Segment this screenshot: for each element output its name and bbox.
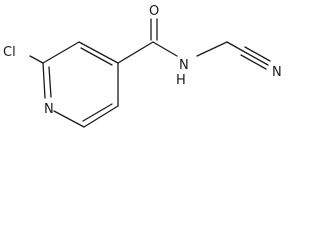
atom-chlorine: Cl <box>3 45 16 60</box>
atom-nitrile-nitrogen: N <box>272 65 282 80</box>
bond-c3-c4-inner <box>80 47 113 66</box>
atom-amide-hydrogen: H <box>176 73 186 88</box>
bond-nitrile-3 <box>240 54 267 70</box>
bond-n1-c2-inner <box>48 66 52 98</box>
bond-c2-cl <box>29 55 44 64</box>
atom-carbonyl-oxygen: O <box>149 4 159 19</box>
bond-n1-c2 <box>42 62 46 99</box>
bond-n-ch2 <box>196 41 228 57</box>
bond-c3-c4 <box>78 41 119 64</box>
bond-c6-n1 <box>53 110 85 128</box>
bond-ch2-cn <box>226 41 244 52</box>
bond-nitrile-1 <box>242 50 269 66</box>
bond-c5-c6 <box>83 105 119 128</box>
bond-c4-carbonyl <box>117 41 154 64</box>
atom-ring-nitrogen: N <box>44 102 54 117</box>
chemical-structure: Cl N O N H N <box>3 4 282 128</box>
bond-c2-c3 <box>42 41 80 64</box>
bond-c5-c6-inner <box>82 103 113 122</box>
atom-amide-nitrogen: N <box>179 58 189 73</box>
pyridine-ring <box>42 41 119 128</box>
bond-nitrile-2 <box>244 46 271 62</box>
bond-carbonyl-n <box>152 41 178 57</box>
